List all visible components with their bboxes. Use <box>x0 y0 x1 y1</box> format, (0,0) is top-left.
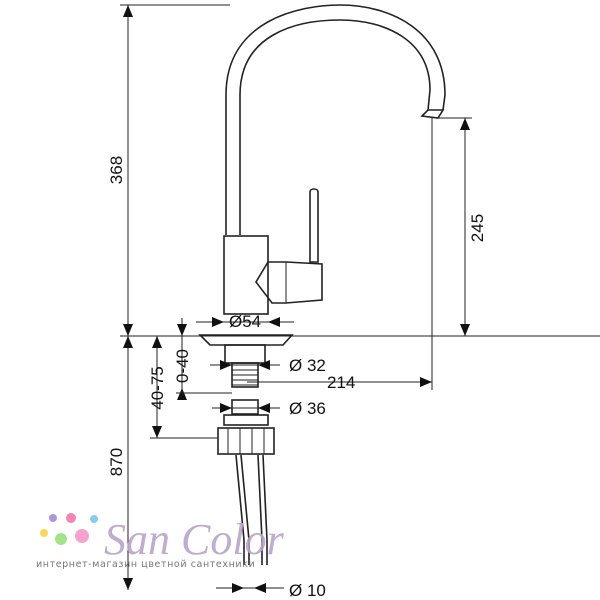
hose-left-2 <box>240 454 250 541</box>
threaded-rod <box>231 362 259 388</box>
arrow-54-left <box>212 317 224 327</box>
mounting-nut <box>231 399 259 415</box>
faucet-body <box>223 235 269 315</box>
mounting-shank <box>224 344 266 364</box>
arrow-10-left <box>232 583 244 593</box>
faucet-outline <box>198 4 446 565</box>
arrow-36-right <box>258 403 270 413</box>
arrow-54-right <box>268 317 280 327</box>
label-214: 214 <box>327 373 355 392</box>
clamp-ribs <box>227 428 265 454</box>
dimension-labels: 368 870 245 0-40 40-75 Ø54 Ø 32 214 Ø 36… <box>107 156 487 600</box>
arrow-32-left <box>220 360 232 370</box>
clamp-block <box>217 427 275 455</box>
hose-fittings <box>243 540 268 565</box>
arrow-870-top <box>123 336 133 348</box>
sancolor-watermark: San Color интернет-магазин цветной санте… <box>36 513 285 570</box>
hose-right <box>257 454 263 541</box>
label-10: Ø 10 <box>289 581 326 600</box>
logo-dot <box>40 529 48 537</box>
label-0-40: 0-40 <box>173 349 192 383</box>
spout-tip <box>420 109 445 119</box>
arrow-40-75-top <box>152 336 162 348</box>
logo-dot <box>66 513 76 523</box>
base-plate <box>198 334 294 346</box>
brand-name: San Color <box>104 515 285 564</box>
arrow-10-right <box>254 583 266 593</box>
arrow-870-bottom <box>123 578 133 590</box>
label-32: Ø 32 <box>289 356 326 375</box>
dimension-lines <box>120 4 600 593</box>
arrow-40-75-bottom <box>152 426 162 438</box>
lever-handle <box>309 188 319 263</box>
arrow-214 <box>420 377 432 387</box>
lever-base <box>255 261 323 304</box>
lock-ring <box>223 414 269 426</box>
arrow-32-right <box>258 360 270 370</box>
hose-left <box>235 454 245 541</box>
arrow-245-bottom <box>460 324 470 336</box>
logo-dot <box>90 515 98 523</box>
logo-dot <box>49 514 57 522</box>
spout-outer-outline <box>225 4 446 235</box>
arrow-0-40-top <box>177 324 187 336</box>
label-36: Ø 36 <box>289 399 326 418</box>
label-368: 368 <box>107 156 126 184</box>
label-870: 870 <box>107 448 126 476</box>
label-54: Ø54 <box>229 312 261 331</box>
brand-tagline: интернет-магазин цветной сантехники <box>36 559 255 570</box>
arrow-0-40-bottom <box>177 388 187 400</box>
arrow-245-top <box>460 118 470 130</box>
logo-dot <box>75 529 89 543</box>
label-245: 245 <box>468 214 487 242</box>
spout-inner-outline <box>239 19 431 235</box>
arrow-top <box>123 5 133 17</box>
arrow-368-bottom <box>123 324 133 336</box>
arrow-36-left <box>220 403 232 413</box>
label-40-75: 40-75 <box>148 366 167 409</box>
logo-dot <box>55 533 67 545</box>
hose-right-2 <box>262 454 268 541</box>
